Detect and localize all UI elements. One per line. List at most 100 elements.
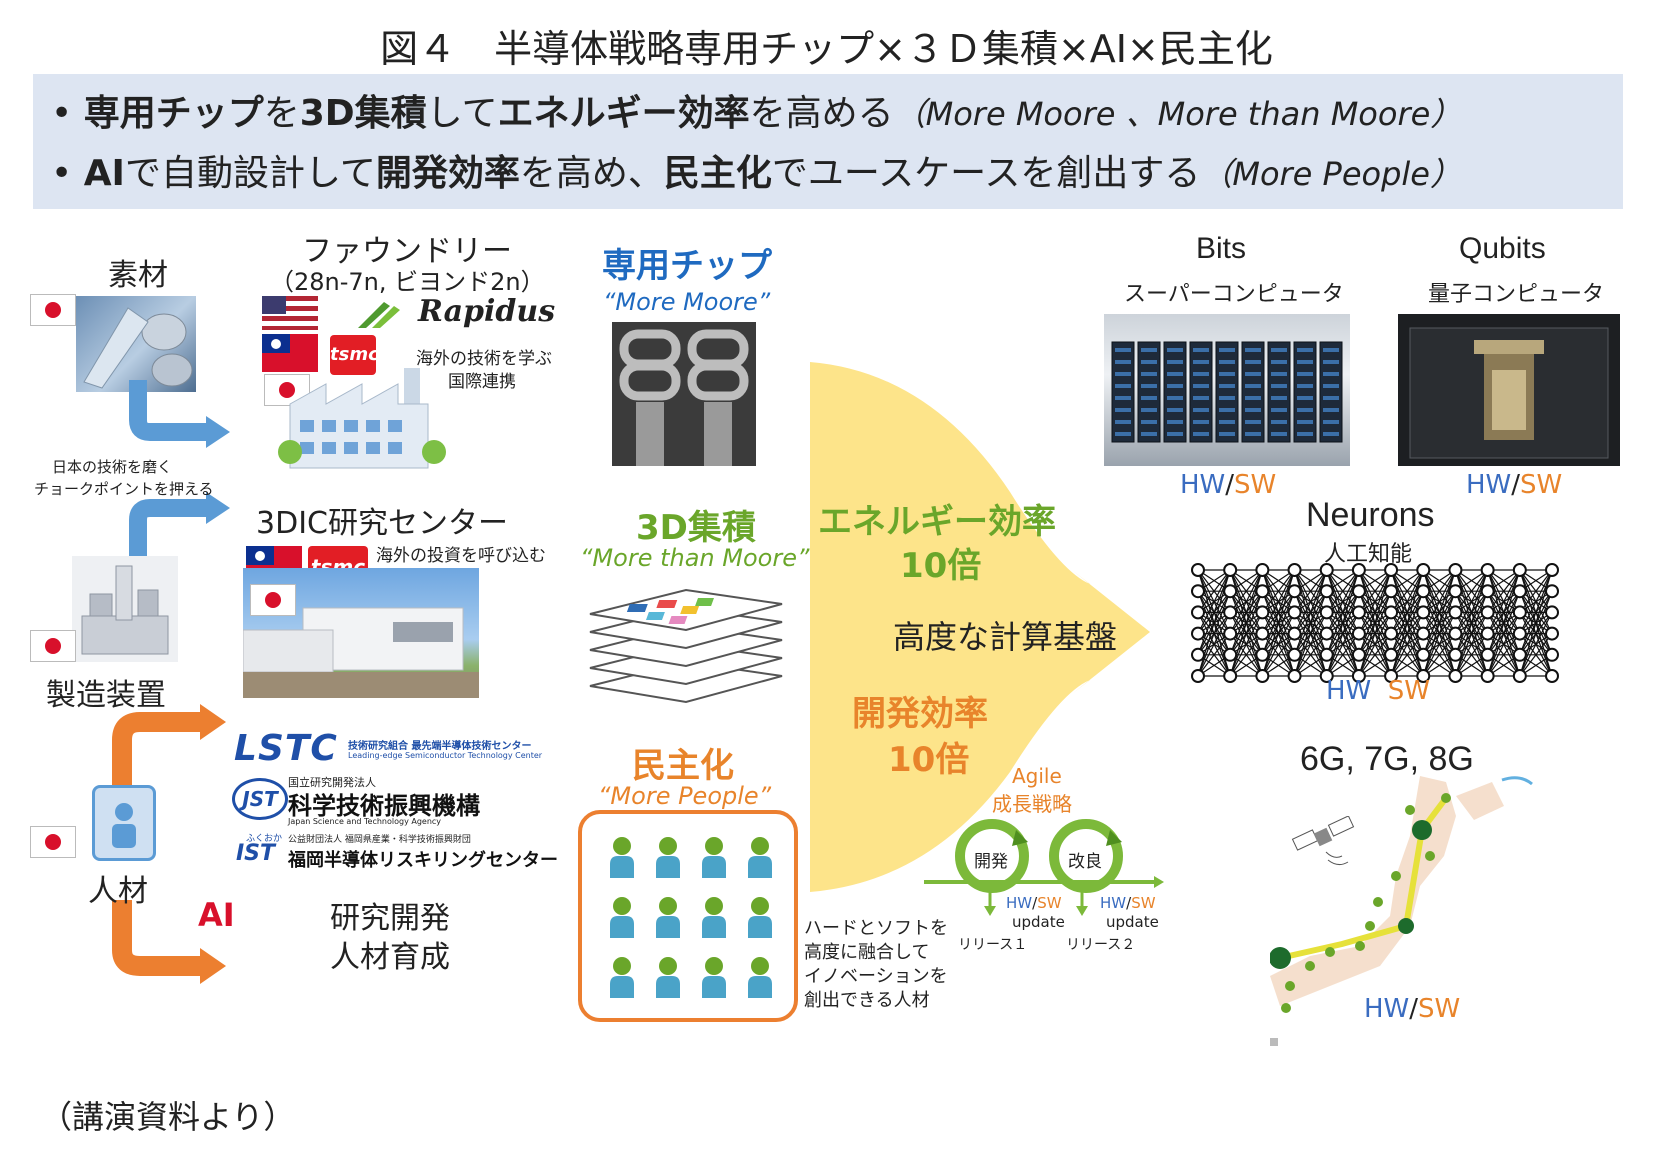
text: して bbox=[426, 93, 498, 134]
agile-dev-label: 開発 bbox=[974, 852, 1008, 872]
neuron-node bbox=[1512, 584, 1527, 599]
neuron-node bbox=[1351, 605, 1366, 620]
network-hub bbox=[1398, 918, 1414, 934]
person-icon bbox=[656, 837, 680, 878]
neuron-node bbox=[1545, 584, 1559, 599]
materials-photo bbox=[76, 296, 196, 392]
neuron-node bbox=[1416, 669, 1431, 683]
ist-logo: IST bbox=[236, 841, 276, 866]
lstc-logo: LSTC bbox=[234, 728, 338, 769]
network-node bbox=[1285, 981, 1295, 991]
person-icon bbox=[92, 785, 156, 861]
neuron-node bbox=[1448, 605, 1463, 620]
neuron-node bbox=[1448, 647, 1463, 662]
hybrid-line-3: イノベーションを bbox=[804, 966, 948, 987]
person-icon bbox=[748, 897, 772, 938]
rapidus-logo: Rapidus bbox=[418, 294, 556, 329]
bits-label: Bits bbox=[1196, 232, 1247, 265]
summary-banner: • 専用チップを3D集積してエネルギー効率を高める（More Moore 、Mo… bbox=[33, 74, 1623, 209]
person-icon bbox=[656, 957, 680, 998]
network-node bbox=[1325, 947, 1335, 957]
person-icon bbox=[610, 957, 634, 998]
qubits-label: Qubits bbox=[1459, 232, 1546, 265]
neuron-node bbox=[1512, 669, 1527, 683]
ai-sub-label: 人工知能 bbox=[1324, 542, 1413, 567]
supercomputer-label: スーパーコンピュータ bbox=[1124, 282, 1344, 307]
network-hub bbox=[1270, 947, 1291, 969]
neuron-node bbox=[1191, 626, 1205, 641]
text: を高める bbox=[749, 93, 894, 134]
text: で自動設計して bbox=[124, 153, 376, 194]
rack bbox=[1215, 341, 1239, 443]
neuron-node bbox=[1351, 584, 1366, 599]
arrow-note-2: チョークポイントを押える bbox=[34, 480, 214, 498]
neurons-hwsw: HW SW bbox=[1326, 676, 1431, 706]
neuron-node bbox=[1255, 626, 1270, 641]
factory-illustration bbox=[278, 368, 446, 469]
neuron-node bbox=[1480, 669, 1495, 683]
neuron-node bbox=[1255, 563, 1270, 577]
jst-logo: JST bbox=[232, 778, 288, 820]
foundry-title: ファウンドリー bbox=[302, 234, 512, 269]
neuron-node bbox=[1191, 563, 1205, 577]
rack bbox=[1189, 341, 1213, 443]
us-flag-icon bbox=[262, 296, 318, 330]
neuron-node bbox=[1319, 584, 1334, 599]
neuron-node bbox=[1319, 605, 1334, 620]
japan-flag-icon bbox=[30, 826, 76, 858]
banner-line-2: • AIで自動設計して開発効率を高め、民主化でユースケースを創出する（More … bbox=[51, 144, 1462, 196]
rack bbox=[1319, 341, 1343, 443]
neuron-node bbox=[1223, 626, 1238, 641]
japan-network-map bbox=[1270, 776, 1533, 1046]
qubits-hwsw: HW/SW bbox=[1466, 470, 1563, 500]
network-node bbox=[1365, 921, 1375, 931]
neuron-node bbox=[1223, 584, 1238, 599]
3dic-center-note: 海外の投資を呼び込む bbox=[376, 546, 546, 566]
neuron-node bbox=[1512, 563, 1527, 577]
japan-flag-icon bbox=[250, 584, 296, 616]
people-box bbox=[578, 810, 798, 1022]
agile-improve-label: 改良 bbox=[1068, 852, 1102, 872]
ist-name: 福岡半導体リスキリングセンター bbox=[288, 850, 558, 871]
orange-arrow-group bbox=[112, 704, 226, 984]
neuron-node bbox=[1255, 647, 1270, 662]
neuron-node bbox=[1319, 669, 1334, 683]
neuron-node bbox=[1416, 626, 1431, 641]
neuron-node bbox=[1416, 563, 1431, 577]
neuron-node bbox=[1287, 563, 1302, 577]
rapidus-logo-icon bbox=[358, 302, 400, 328]
neuron-node bbox=[1480, 647, 1495, 662]
hybrid-line-1: ハードとソフトを bbox=[804, 918, 948, 939]
neuron-node bbox=[1287, 584, 1302, 599]
neuron-node bbox=[1545, 669, 1559, 683]
neuron-node bbox=[1416, 647, 1431, 662]
energy-efficiency-value: 10倍 bbox=[900, 546, 982, 586]
bold-term: 専用チップ bbox=[83, 93, 264, 134]
neuron-node bbox=[1448, 563, 1463, 577]
neuron-node bbox=[1223, 605, 1238, 620]
bold-term: 民主化 bbox=[663, 153, 772, 194]
neuron-node bbox=[1416, 605, 1431, 620]
tsmc-logo: tsmc bbox=[330, 335, 379, 375]
person-icon bbox=[610, 897, 634, 938]
neuron-node bbox=[1545, 647, 1559, 662]
agile-title: Agile bbox=[1012, 764, 1062, 788]
hybrid-line-4: 創出できる人材 bbox=[804, 990, 930, 1011]
person-icon bbox=[702, 837, 726, 878]
source-note: （講演資料より） bbox=[40, 1098, 296, 1136]
agile-cycle-diagram bbox=[924, 819, 1164, 893]
japan-flag-icon bbox=[30, 630, 76, 662]
person-icon bbox=[748, 957, 772, 998]
more-moore-label: “More Moore” bbox=[603, 288, 771, 316]
neuron-node bbox=[1384, 605, 1399, 620]
japan-flag-icon bbox=[30, 294, 76, 326]
lstc-jp: 技術研究組合 最先端半導体技術センター bbox=[348, 741, 532, 752]
ist-hira: ふくおか bbox=[246, 834, 283, 844]
network-node bbox=[1405, 805, 1415, 815]
neuron-node bbox=[1191, 647, 1205, 662]
rnd-line-1: 研究開発 bbox=[330, 901, 450, 936]
neuron-node bbox=[1384, 584, 1399, 599]
release-2-label: リリース２ bbox=[1066, 937, 1136, 953]
paren-note: （More People） bbox=[1200, 155, 1462, 193]
neuron-node bbox=[1480, 563, 1495, 577]
